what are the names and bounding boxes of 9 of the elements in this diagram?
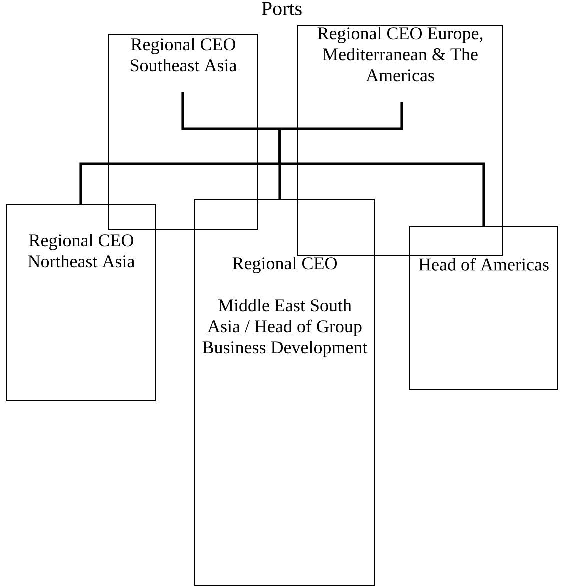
org-box: Regional CEO Middle East South Asia / Head of Group Business Development	[194, 200, 376, 586]
org-box: Head of Americas	[410, 226, 558, 390]
org-box: Regional CEO Southeast Asia	[108, 34, 258, 230]
org-box: Regional CEO Europe, Mediterranean & The Americas	[298, 26, 504, 256]
connector-line	[182, 92, 280, 130]
connector-line	[278, 129, 486, 227]
connector-line	[280, 102, 404, 130]
heading-text: Ports	[262, 2, 302, 16]
org-box: Regional CEO Northeast Asia	[6, 204, 156, 402]
